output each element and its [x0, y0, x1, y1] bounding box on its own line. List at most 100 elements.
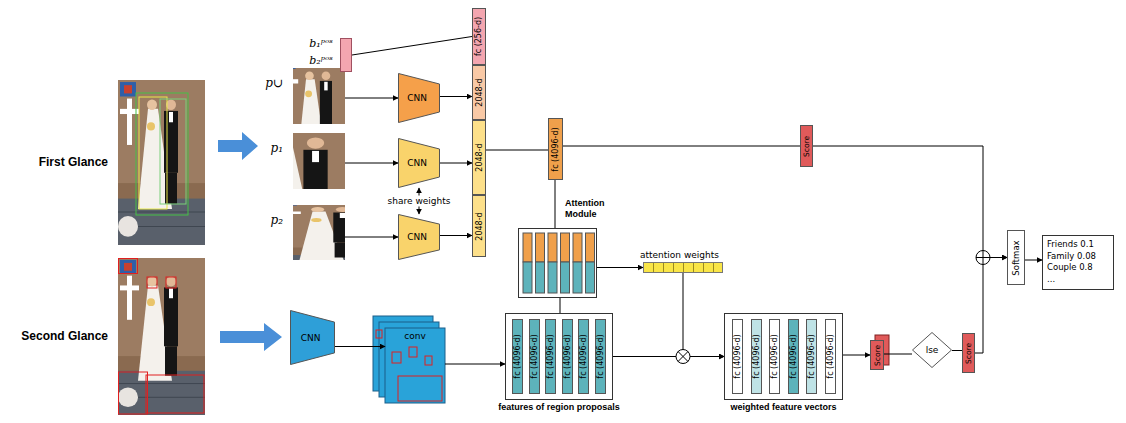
cnn-label: CNN [407, 158, 431, 168]
bar-label: fc (4096-d) [530, 334, 539, 378]
feature-bar: fc (256-d) [472, 8, 486, 65]
connector [613, 356, 724, 357]
group-caption: weighted feature vectors [730, 402, 836, 412]
conv-feature-stack [392, 352, 401, 363]
second-glance-photo [166, 277, 176, 288]
attention-bars [586, 262, 595, 293]
input-image: First Glance [118, 80, 205, 245]
attention-bars [523, 262, 532, 293]
weights-heading: attention weights [640, 250, 719, 260]
feature-bar: fc (4096-d) [806, 319, 817, 394]
cnn-trapezoid: CNN [290, 310, 335, 365]
second-glance-photo [146, 375, 204, 413]
connector [683, 273, 724, 357]
sum-operator [983, 251, 984, 265]
multiply-operator [676, 350, 690, 364]
feature-bar: fc (4096-d) [825, 319, 836, 394]
block-arrow [220, 323, 282, 351]
bar-label: Softmax [1011, 240, 1021, 275]
attention-weights-bar: attention weights [643, 262, 723, 273]
output-scores: Friends 0.1Family 0.08Couple 0.8... [1042, 235, 1114, 290]
multiply-operator [678, 352, 688, 362]
edge-label: share weights [386, 196, 453, 207]
attention-bars [573, 233, 582, 262]
position-label: b₁ᵖᵒˢ [309, 37, 333, 51]
bar-label: fc (4096-d) [807, 334, 816, 378]
class-score: ... [1047, 274, 1109, 286]
connector [486, 150, 548, 151]
lse-diamond: lse [912, 332, 952, 368]
bar-label: 2048-d [475, 78, 484, 106]
feature-bar: fc (4096-d) [562, 319, 573, 394]
bar-label: fc (4096-d) [579, 334, 588, 378]
group-caption: features of region proposals [498, 402, 620, 412]
diamond-outline [913, 333, 952, 368]
attention-bars [523, 233, 595, 293]
connector [440, 96, 472, 97]
feature-bar: fc (4096-d) [529, 319, 540, 394]
trapezoid-outline [291, 311, 335, 365]
bar-label: fc (4096-d) [826, 334, 835, 378]
feature-bar: fc (4096-d) [545, 319, 556, 394]
connector [813, 146, 1007, 258]
first-glance-photo [118, 80, 205, 245]
feature-bar: 2048-d [472, 120, 486, 195]
bar-label: fc (4096-d) [551, 127, 560, 171]
attention-bars [536, 262, 545, 293]
conv-feature-stack [398, 376, 442, 401]
attention-bars [586, 233, 595, 262]
second-glance-photo [119, 259, 138, 274]
block-arrow [218, 132, 258, 160]
sum-operator [976, 251, 990, 265]
person-crop: p∪ [293, 68, 345, 124]
crop-label: p₁ [271, 141, 284, 155]
feature-bar: Softmax [1007, 230, 1025, 285]
person-crop: p₂ [293, 205, 345, 260]
conv-feature-stack [385, 328, 445, 403]
bar-label: Score [873, 344, 882, 365]
first-glance-photo [118, 80, 205, 245]
feature-group: weighted feature vectorsfc (4096-d)fc (4… [724, 313, 843, 400]
connector [335, 346, 385, 347]
feature-bar: fc (4096-d) [578, 319, 589, 394]
first-glance-photo [139, 97, 167, 209]
bar-label: Score [802, 135, 811, 156]
connector [445, 364, 505, 365]
bar-label: Score [964, 342, 973, 363]
connector [563, 146, 800, 147]
glance-label: First Glance [39, 155, 108, 169]
multiply-operator [678, 352, 688, 362]
connector [952, 350, 962, 351]
feature-bar: fc (4096-d) [751, 319, 762, 394]
feature-bar: fc (4096-d) [595, 319, 606, 394]
first-glance-photo [136, 93, 188, 215]
bar-label: fc (4096-d) [546, 334, 555, 378]
crop-label: p∪ [265, 76, 283, 90]
feature-bar: fc (4096-d) [769, 319, 780, 394]
bar-label: fc (4096-d) [733, 334, 742, 378]
feature-group: features of region proposalsfc (4096-d)f… [505, 313, 613, 400]
bar-label: fc (4096-d) [596, 334, 605, 378]
class-score: Friends 0.1 [1047, 239, 1109, 251]
connector [345, 98, 398, 99]
connector [843, 355, 870, 356]
feature-bar: 2048-d [472, 195, 486, 257]
connector [345, 163, 398, 164]
second-glance-photo [118, 258, 205, 415]
bar-label: fc (256-d) [475, 17, 484, 56]
conv-feature-stack [376, 330, 382, 338]
connector [975, 258, 1007, 354]
feature-bar: 2048-d [472, 65, 486, 120]
connector [440, 235, 472, 236]
conv-feature-stack [409, 347, 417, 357]
second-glance-photo [147, 277, 157, 288]
attention-bars [573, 262, 582, 293]
trapezoid-outline [399, 74, 440, 123]
attention-bars [561, 262, 570, 293]
input-image: Second Glance [118, 258, 205, 415]
position-vector: b₁ᵖᵒˢb₂ᵖᵒˢ [340, 38, 352, 72]
feature-bar: Score [800, 125, 813, 167]
cnn-trapezoid: CNN [398, 73, 440, 123]
position-label: b₂ᵖᵒˢ [309, 54, 333, 68]
